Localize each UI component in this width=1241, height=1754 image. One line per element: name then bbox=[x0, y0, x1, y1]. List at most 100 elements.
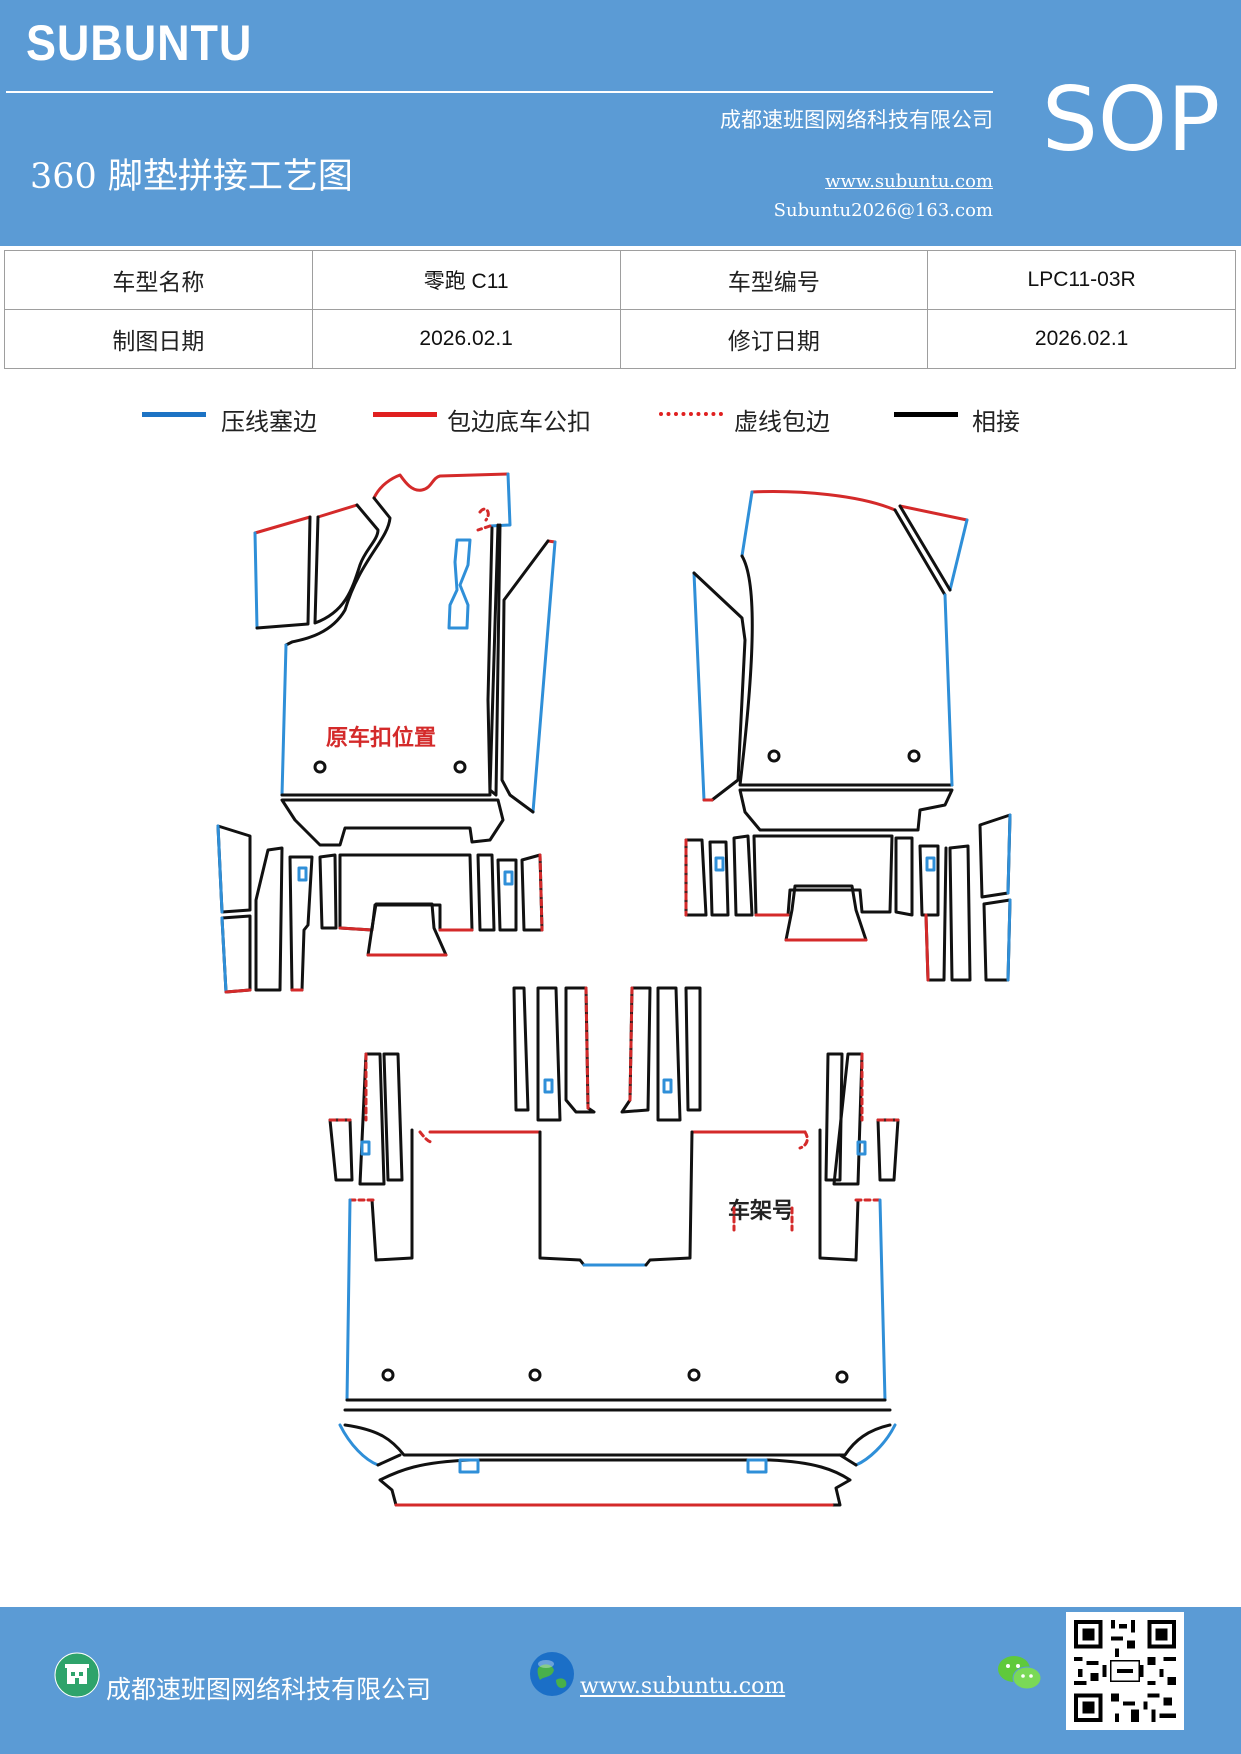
mat-edge bbox=[898, 504, 969, 522]
mat-edge bbox=[316, 503, 359, 519]
clip-hole bbox=[381, 1368, 395, 1382]
legend-swatch-blue bbox=[142, 412, 206, 417]
clip-slot bbox=[856, 1140, 867, 1156]
driver-mat-group: 原车扣位置 bbox=[216, 472, 557, 994]
clip-hole bbox=[687, 1368, 701, 1382]
clip-hole bbox=[528, 1368, 542, 1382]
mat-piece bbox=[948, 844, 972, 982]
sop-badge: SOP bbox=[1042, 68, 1221, 171]
mat-piece bbox=[684, 986, 702, 1112]
legend-label: 压线塞边 bbox=[221, 408, 317, 436]
mat-edge bbox=[644, 1130, 694, 1267]
mat-edge bbox=[738, 554, 954, 787]
table-row: 制图日期 2026.02.1 修订日期 2026.02.1 bbox=[4, 309, 1236, 369]
model-name-value: 零跑 C11 bbox=[311, 250, 621, 310]
mat-edge bbox=[948, 518, 969, 592]
mat-edge-dashed bbox=[538, 853, 544, 932]
clip-slot bbox=[746, 1458, 768, 1474]
mat-edge bbox=[1006, 813, 1012, 895]
mat-piece bbox=[536, 986, 562, 1122]
clip-hole bbox=[907, 749, 921, 763]
mat-edge bbox=[313, 503, 380, 625]
clip-hole bbox=[835, 1370, 849, 1384]
mat-edge bbox=[1006, 898, 1012, 982]
draw-date-value: 2026.02.1 bbox=[311, 309, 621, 369]
mat-edge-dashed bbox=[418, 1130, 434, 1144]
mat-edge bbox=[818, 1128, 860, 1262]
header-website-link[interactable]: www.subuntu.com bbox=[825, 171, 993, 192]
clip-slot bbox=[925, 856, 936, 872]
clip-slot-outline bbox=[447, 538, 472, 630]
mat-piece bbox=[832, 1052, 864, 1186]
mat-edge bbox=[692, 571, 747, 802]
vehicle-info-table: 车型名称 零跑 C11 车型编号 LPC11-03R 制图日期 2026.02.… bbox=[4, 250, 1236, 369]
revise-date-label: 修订日期 bbox=[619, 309, 929, 369]
mat-piece bbox=[824, 1052, 844, 1182]
mat-edge-dashed bbox=[584, 986, 590, 1110]
mat-piece bbox=[288, 855, 314, 992]
legend-label: 相接 bbox=[972, 408, 1020, 436]
model-code-value: LPC11-03R bbox=[927, 250, 1236, 310]
mat-edge bbox=[854, 1423, 897, 1467]
legend-label: 虚线包边 bbox=[734, 408, 830, 436]
mat-edge bbox=[376, 1453, 402, 1467]
mat-edge bbox=[898, 504, 952, 592]
mat-piece bbox=[496, 858, 518, 932]
mat-piece bbox=[982, 898, 1012, 982]
mat-piece bbox=[978, 813, 1012, 899]
clip-slot bbox=[543, 1078, 554, 1094]
mat-piece bbox=[684, 838, 708, 917]
passenger-mat-group bbox=[684, 490, 1012, 982]
mat-piece bbox=[512, 986, 530, 1112]
mat-piece bbox=[564, 986, 596, 1114]
mat-edge bbox=[878, 1198, 887, 1402]
mat-piece bbox=[894, 836, 914, 917]
clip-slot bbox=[662, 1078, 673, 1094]
document-title: 360 脚垫拼接工艺图 bbox=[30, 157, 353, 197]
brand-logo: SUBUNTU bbox=[26, 15, 253, 71]
qr-code bbox=[1066, 1612, 1184, 1730]
mat-piece bbox=[752, 834, 894, 917]
footer-website-link[interactable]: www.subuntu.com bbox=[580, 1674, 786, 1699]
mat-piece bbox=[620, 986, 652, 1114]
mat-edge bbox=[338, 926, 374, 932]
draw-date-label: 制图日期 bbox=[4, 309, 313, 369]
header-banner: SUBUNTU 成都速班图网络科技有限公司 SOP 360 脚垫拼接工艺图 ww… bbox=[0, 0, 1241, 246]
mat-piece bbox=[254, 846, 284, 992]
mat-piece bbox=[358, 1052, 386, 1186]
mat-edge bbox=[538, 1130, 586, 1267]
mat-edge bbox=[488, 523, 502, 797]
mat-edge bbox=[284, 496, 392, 647]
mat-piece bbox=[918, 844, 940, 917]
wechat-icon bbox=[998, 1656, 1042, 1690]
mat-piece bbox=[338, 853, 474, 932]
globe-icon bbox=[530, 1652, 574, 1696]
mat-edge bbox=[531, 540, 557, 814]
mat-piece bbox=[382, 1052, 404, 1182]
mat-edge bbox=[253, 515, 312, 535]
revise-date-value: 2026.02.1 bbox=[927, 309, 1236, 369]
mat-edge-dashed bbox=[478, 507, 490, 522]
clip-slot bbox=[360, 1140, 371, 1156]
mat-edge bbox=[750, 490, 897, 512]
table-row: 车型名称 零跑 C11 车型编号 LPC11-03R bbox=[4, 250, 1236, 310]
mat-edge bbox=[488, 472, 512, 528]
legend-label: 包边底车公扣 bbox=[447, 408, 591, 436]
footer-company-name: 成都速班图网络科技有限公司 bbox=[106, 1675, 432, 1704]
mat-edge bbox=[924, 913, 930, 982]
clip-slot bbox=[714, 856, 725, 872]
mat-piece bbox=[656, 986, 682, 1122]
mat-edge bbox=[343, 1423, 892, 1457]
model-name-label: 车型名称 bbox=[4, 250, 313, 310]
mat-edge bbox=[378, 1458, 852, 1507]
legend-swatch-black bbox=[894, 412, 958, 417]
mat-edge bbox=[216, 824, 224, 914]
mat-edge bbox=[220, 916, 228, 994]
mat-edge bbox=[224, 988, 252, 994]
mat-piece bbox=[476, 853, 496, 932]
clip-hole bbox=[767, 749, 781, 763]
clip-slot bbox=[458, 1458, 480, 1474]
mat-edge bbox=[372, 472, 510, 500]
mat-edge bbox=[738, 788, 954, 832]
clip-slot bbox=[297, 866, 308, 882]
